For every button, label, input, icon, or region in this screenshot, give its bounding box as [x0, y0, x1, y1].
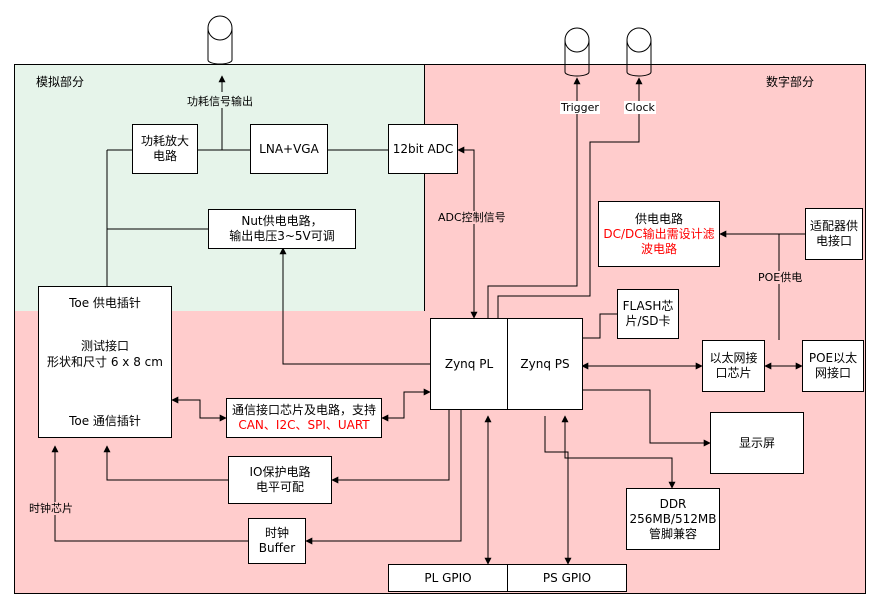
toe-power-pin-label: Toe 供电插针 [69, 296, 141, 310]
zynq-pl-block: Zynq PL [430, 318, 508, 410]
power-signal-output-label: 功耗信号输出 [186, 95, 254, 108]
ddr-line2: 256MB/512MB [629, 511, 717, 526]
clock-chip-label: 时钟芯片 [28, 502, 74, 515]
power-circuit-line2: DC/DC输出需设计滤 [603, 226, 715, 241]
ps-gpio-text: PS GPIO [542, 570, 592, 585]
zynq-ps-text: Zynq PS [520, 356, 570, 371]
poe-ethernet-line1: POE以太 [808, 351, 858, 365]
power-circuit-block: 供电电路 DC/DC输出需设计滤 波电路 [598, 201, 720, 267]
clock-buffer-text: 时钟Buffer [258, 526, 296, 555]
lna-vga-text: LNA+VGA [259, 141, 319, 156]
clock-label: Clock [624, 101, 656, 114]
power-output-connector-icon [207, 15, 233, 65]
display-text: 显示屏 [738, 435, 775, 450]
digital-region-title: 数字部分 [766, 75, 815, 89]
power-circuit-line1: 供电电路 [634, 211, 683, 226]
flash-block: FLASH芯 片/SD卡 [617, 289, 679, 339]
ethernet-chip-line1: 以太网接 [709, 351, 758, 365]
comm-interface-line2: CAN、I2C、SPI、UART [238, 418, 370, 432]
io-protection-line2: 电平可配 [255, 480, 304, 494]
adc-text: 12bit ADC [392, 141, 454, 156]
nut-power-line2: 输出电压3~5V可调 [229, 229, 335, 243]
pl-gpio-block: PL GPIO [388, 564, 508, 592]
pl-gpio-text: PL GPIO [424, 570, 472, 585]
adc-control-label: ADC控制信号 [437, 211, 507, 224]
ddr-line1: DDR [659, 496, 687, 511]
comm-interface-block: 通信接口芯片及电路，支持 CAN、I2C、SPI、UART [226, 398, 382, 438]
io-protection-line1: IO保护电路 [249, 465, 311, 479]
trigger-connector-icon [564, 27, 590, 77]
poe-power-label: POE供电 [757, 271, 804, 284]
adapter-power-line1: 适配器供 [809, 219, 858, 233]
test-interface-size: 形状和尺寸 6 x 8 cm [47, 355, 163, 369]
adapter-power-line2: 电接口 [815, 234, 852, 248]
analog-region-title: 模拟部分 [36, 75, 85, 89]
nut-power-block: Nut供电电路， 输出电压3~5V可调 [208, 209, 356, 249]
trigger-label: Trigger [560, 101, 600, 114]
comm-interface-line1: 通信接口芯片及电路，支持 [231, 403, 376, 417]
zynq-pl-text: Zynq PL [444, 356, 494, 371]
power-amp-text: 功耗放大电路 [140, 134, 189, 163]
test-interface-block: Toe 供电插针 测试接口 形状和尺寸 6 x 8 cm Toe 通信插针 [38, 286, 172, 438]
power-circuit-line3: 波电路 [640, 241, 677, 256]
display-block: 显示屏 [710, 412, 804, 474]
ethernet-chip-block: 以太网接 口芯片 [702, 340, 765, 392]
ddr-line3: 管脚兼容 [648, 526, 697, 541]
io-protection-block: IO保护电路 电平可配 [228, 456, 332, 504]
test-interface-title: 测试接口 [80, 339, 129, 353]
power-amp-block: 功耗放大电路 [132, 124, 198, 174]
toe-comm-pin-label: Toe 通信插针 [69, 414, 141, 428]
zynq-ps-block: Zynq PS [507, 318, 583, 410]
lna-vga-block: LNA+VGA [250, 124, 328, 174]
poe-ethernet-line2: 网接口 [814, 366, 851, 380]
nut-power-line1: Nut供电电路， [241, 214, 323, 228]
adc-block: 12bit ADC [388, 124, 458, 174]
adapter-power-block: 适配器供 电接口 [805, 208, 863, 260]
clock-connector-icon [626, 27, 652, 77]
flash-line1: FLASH芯 [622, 299, 674, 313]
ddr-block: DDR 256MB/512MB 管脚兼容 [626, 488, 720, 550]
flash-line2: 片/SD卡 [625, 314, 671, 328]
poe-ethernet-block: POE以太 网接口 [802, 340, 864, 392]
ethernet-chip-line2: 口芯片 [715, 366, 752, 380]
ps-gpio-block: PS GPIO [507, 564, 627, 592]
clock-buffer-block: 时钟Buffer [248, 518, 306, 564]
